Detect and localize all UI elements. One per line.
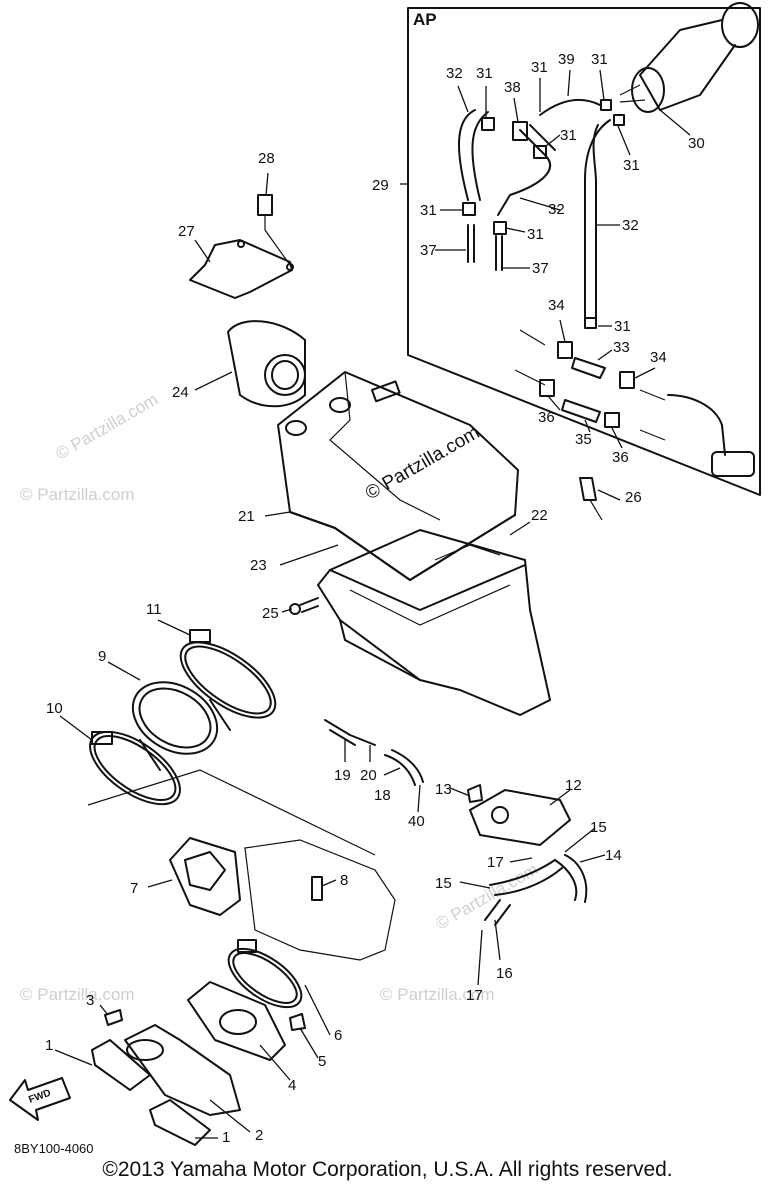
callout-8: 8 <box>340 872 348 889</box>
callout-32: 32 <box>548 201 565 218</box>
callout-32: 32 <box>446 65 463 82</box>
part-7-carburetor <box>169 837 241 916</box>
callout-36: 36 <box>612 449 629 466</box>
callout-11: 11 <box>146 601 162 618</box>
fwd-arrow: FWD <box>9 1077 71 1121</box>
callout-31: 31 <box>527 226 544 243</box>
part-21-airbox-cover <box>277 371 519 581</box>
callout-39: 39 <box>558 51 575 68</box>
callout-5: 5 <box>318 1053 326 1070</box>
copyright-notice: ©2013 Yamaha Motor Corporation, U.S.A. A… <box>102 1158 673 1181</box>
callout-31: 31 <box>560 127 577 144</box>
callout-34: 34 <box>650 349 667 366</box>
bolts-3-5 <box>104 1009 306 1031</box>
callout-27: 27 <box>178 223 195 240</box>
callout-22: 22 <box>531 507 548 524</box>
callout-7: 7 <box>130 880 138 897</box>
part-27-bracket <box>189 194 294 299</box>
callout-1-lower: 1 <box>222 1129 230 1146</box>
callout-31: 31 <box>591 51 608 68</box>
part-6-clamp <box>227 939 303 1009</box>
callout-34: 34 <box>548 297 565 314</box>
callout-40: 40 <box>408 813 425 830</box>
callout-4: 4 <box>288 1077 296 1094</box>
leader-lines <box>54 69 691 1139</box>
watermark-4: © Partzilla.com <box>380 985 495 1004</box>
callout-6: 6 <box>334 1027 342 1044</box>
ap-inset-frame <box>407 7 761 496</box>
callout-31: 31 <box>420 202 437 219</box>
part-2-manifold <box>124 1024 241 1116</box>
callout-12: 12 <box>565 777 582 794</box>
callout-31: 31 <box>476 65 493 82</box>
part-30-tank-cap <box>619 2 759 113</box>
callout-16: 16 <box>496 965 513 982</box>
callout-2: 2 <box>255 1127 263 1144</box>
callout-23: 23 <box>250 557 267 574</box>
watermark-3: © Partzilla.com <box>53 390 162 464</box>
alignment-line <box>87 769 376 856</box>
part-1-gasket <box>91 1039 211 1146</box>
callout-15: 15 <box>590 819 607 836</box>
callout-25: 25 <box>262 605 279 622</box>
part-22-airbox-body <box>317 529 551 716</box>
callout-13: 13 <box>435 781 452 798</box>
diagram-code: 8BY100-4060 <box>14 1141 94 1156</box>
callout-18: 18 <box>374 787 391 804</box>
callout-32: 32 <box>622 217 639 234</box>
callout-29: 29 <box>372 177 389 194</box>
callout-37: 37 <box>420 242 437 259</box>
bolts <box>289 477 603 615</box>
part-12-fuel-pump <box>467 784 571 846</box>
callout-21: 21 <box>238 508 255 525</box>
callout-36: 36 <box>538 409 555 426</box>
callout-15-lower: 15 <box>435 875 452 892</box>
watermark-1: © Partzilla.com <box>20 485 135 504</box>
watermarks: © Partzilla.com © Partzilla.com © Partzi… <box>20 390 541 1004</box>
inset-label: AP <box>413 10 437 29</box>
part-11-clamp <box>179 629 277 719</box>
callout-9: 9 <box>98 648 106 665</box>
callout-26: 26 <box>625 489 642 506</box>
callout-3: 3 <box>86 992 94 1009</box>
callout-38: 38 <box>504 79 521 96</box>
callout-19: 19 <box>334 767 351 784</box>
callout-10: 10 <box>46 700 63 717</box>
callout-17: 17 <box>487 854 504 871</box>
ap-hoses <box>457 98 625 329</box>
part-10-clamp <box>89 730 181 806</box>
callout-31: 31 <box>531 59 548 76</box>
watermark-2: © Partzilla.com <box>20 985 135 1004</box>
callout-31: 31 <box>623 157 640 174</box>
callout-1: 1 <box>45 1037 53 1054</box>
pulse-hoses <box>324 719 588 926</box>
part-8-stud <box>311 876 323 901</box>
callout-30: 30 <box>688 135 705 152</box>
callout-20: 20 <box>360 767 377 784</box>
callout-17-lower: 17 <box>466 987 483 1004</box>
engine-outline <box>244 839 396 961</box>
part-24-intake-joint <box>227 320 306 408</box>
callout-24: 24 <box>172 384 189 401</box>
part-4-adaptor <box>187 981 286 1061</box>
callout-37: 37 <box>532 260 549 277</box>
ap-check-valve <box>514 329 755 477</box>
part-9-boot <box>131 681 231 771</box>
callout-28: 28 <box>258 150 275 167</box>
callout-labels: 32 31 38 31 39 31 30 31 31 29 31 32 31 3… <box>45 51 705 1146</box>
watermark-center: © Partzilla.com <box>362 422 483 504</box>
callout-31: 31 <box>614 318 631 335</box>
callout-35: 35 <box>575 431 592 448</box>
callout-14: 14 <box>605 847 622 864</box>
callout-33: 33 <box>613 339 630 356</box>
